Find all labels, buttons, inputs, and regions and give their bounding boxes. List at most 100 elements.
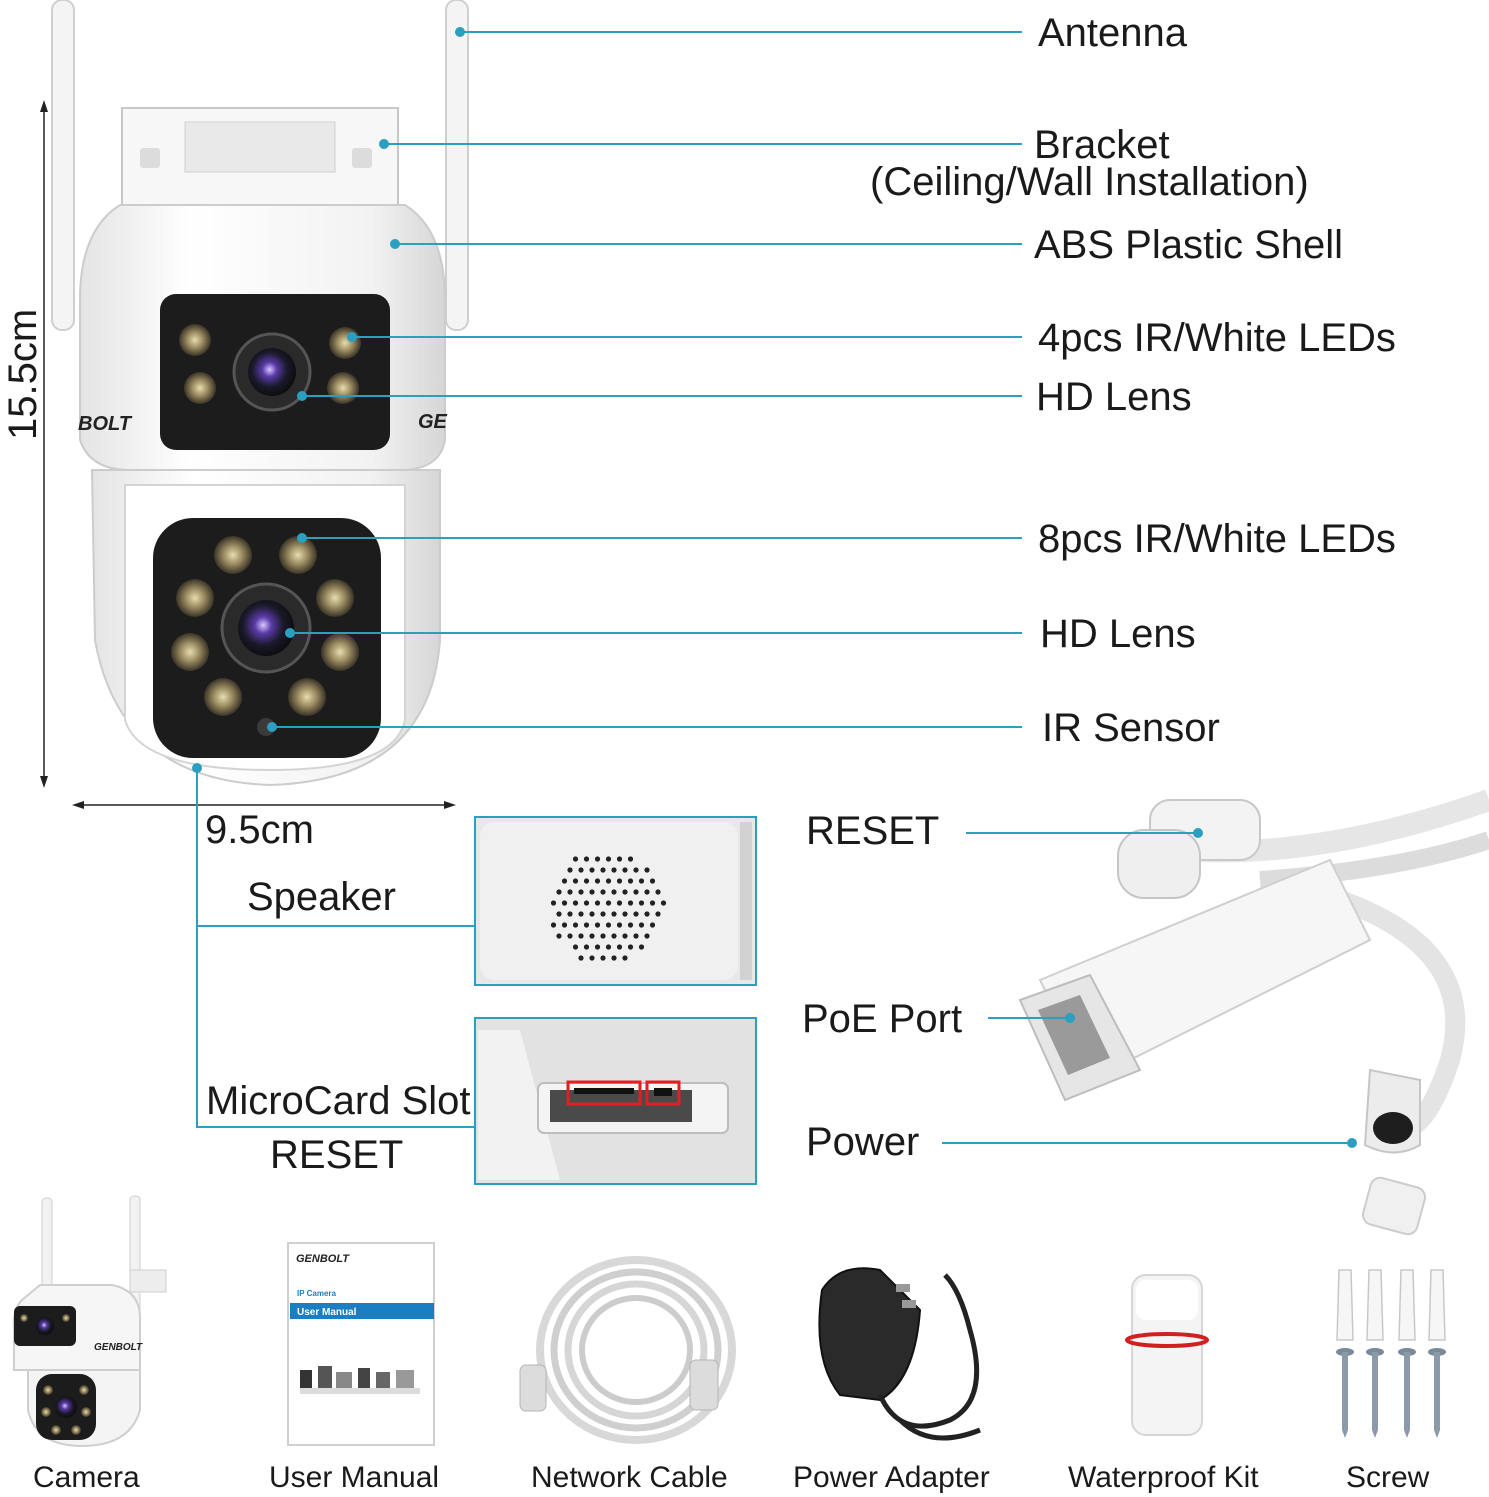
- speaker-hole: [622, 955, 628, 961]
- svg-text:GENBOLT: GENBOLT: [94, 1342, 143, 1353]
- speaker-hole: [572, 900, 579, 906]
- package-label-manual: User Manual: [269, 1461, 439, 1494]
- manual-title: User Manual: [297, 1307, 357, 1318]
- package-label-camera: Camera: [33, 1461, 140, 1494]
- lower-leds: [171, 536, 359, 716]
- label-microcard: MicroCard Slot: [206, 1079, 471, 1123]
- speaker-hole: [627, 878, 634, 884]
- speaker-hole: [644, 933, 650, 939]
- speaker-hole: [594, 922, 601, 928]
- speaker-hole: [572, 856, 579, 862]
- detail-leaders: [192, 763, 474, 1128]
- label-power: Power: [806, 1120, 919, 1164]
- label-leds-top: 4pcs IR/White LEDs: [1038, 316, 1396, 360]
- speaker-hole: [572, 944, 579, 950]
- speaker-hole: [627, 944, 634, 950]
- speaker-hole: [611, 911, 617, 917]
- speaker-grille: [550, 856, 667, 961]
- speaker-hole: [622, 889, 628, 895]
- speaker-hole: [622, 933, 628, 939]
- manual-subtitle: IP Camera: [297, 1289, 337, 1298]
- speaker-hole: [578, 911, 584, 917]
- speaker-hole: [616, 900, 623, 906]
- speaker-hole: [583, 878, 590, 884]
- antenna-right: [445, 0, 469, 331]
- leaders-top: [267, 27, 1022, 732]
- speaker-hole: [616, 878, 623, 884]
- label-antenna: Antenna: [1038, 11, 1188, 55]
- speaker-hole: [561, 900, 568, 906]
- speaker-hole: [605, 900, 612, 906]
- speaker-hole: [578, 955, 584, 961]
- speaker-hole: [605, 878, 612, 884]
- reset-button-highlight: [645, 1080, 681, 1106]
- speaker-hole: [655, 889, 661, 895]
- speaker-hole: [649, 878, 656, 884]
- speaker-hole: [611, 889, 617, 895]
- speaker-hole: [594, 944, 601, 950]
- main-camera: BOLT GE: [51, 0, 469, 787]
- speaker-hole: [644, 867, 650, 873]
- speaker-hole: [589, 911, 595, 917]
- microcard-slot-highlight: [566, 1080, 642, 1106]
- brand-mark-right: GE: [418, 411, 448, 433]
- speaker-hole: [600, 889, 606, 895]
- microcard-detail: [474, 1017, 757, 1185]
- speaker-hole: [572, 878, 579, 884]
- speaker-hole: [638, 900, 645, 906]
- speaker-hole: [583, 856, 590, 862]
- label-speaker: Speaker: [247, 875, 396, 919]
- speaker-hole: [649, 922, 656, 928]
- speaker-hole: [638, 878, 645, 884]
- label-lens-bottom: HD Lens: [1040, 612, 1196, 656]
- speaker-hole: [622, 867, 628, 873]
- speaker-hole: [611, 933, 617, 939]
- package-power-adapter: [818, 1267, 981, 1441]
- screw: [1398, 1269, 1416, 1438]
- screw: [1366, 1269, 1384, 1438]
- speaker-hole: [660, 900, 667, 906]
- upper-led: [184, 372, 216, 404]
- speaker-hole: [616, 922, 623, 928]
- antenna-left: [51, 0, 75, 331]
- speaker-hole: [638, 944, 645, 950]
- speaker-hole: [589, 889, 595, 895]
- speaker-hole: [600, 933, 606, 939]
- speaker-hole: [605, 856, 612, 862]
- manual-brand: GENBOLT: [296, 1253, 350, 1265]
- speaker-hole: [567, 933, 573, 939]
- package-label-waterproof: Waterproof Kit: [1068, 1461, 1259, 1494]
- speaker-hole: [583, 900, 590, 906]
- label-reset-cable: RESET: [806, 809, 939, 853]
- width-dimension: [72, 801, 456, 809]
- label-leds-bottom: 8pcs IR/White LEDs: [1038, 517, 1396, 561]
- height-label: 15.5cm: [1, 309, 45, 440]
- speaker-hole: [583, 944, 590, 950]
- speaker-hole: [605, 944, 612, 950]
- speaker-hole: [589, 933, 595, 939]
- package-label-screw: Screw: [1346, 1461, 1430, 1494]
- speaker-hole: [550, 922, 557, 928]
- speaker-hole: [600, 911, 606, 917]
- speaker-hole: [622, 911, 628, 917]
- speaker-hole: [594, 856, 601, 862]
- speaker-hole: [638, 922, 645, 928]
- label-lens-top: HD Lens: [1036, 375, 1192, 419]
- speaker-detail: [474, 816, 757, 986]
- speaker-hole: [633, 933, 639, 939]
- cable-leaders: [942, 828, 1357, 1148]
- speaker-hole: [556, 933, 562, 939]
- speaker-hole: [644, 889, 650, 895]
- upper-led: [179, 324, 211, 356]
- label-reset-slot: RESET: [270, 1133, 403, 1177]
- speaker-hole: [633, 867, 639, 873]
- speaker-hole: [567, 889, 573, 895]
- speaker-hole: [600, 867, 606, 873]
- speaker-hole: [616, 856, 623, 862]
- speaker-hole: [600, 955, 606, 961]
- speaker-hole: [611, 955, 617, 961]
- speaker-hole: [605, 922, 612, 928]
- package-label-adapter: Power Adapter: [793, 1461, 990, 1494]
- label-bracket-install: (Ceiling/Wall Installation): [870, 160, 1309, 204]
- label-bracket: Bracket: [1034, 123, 1170, 167]
